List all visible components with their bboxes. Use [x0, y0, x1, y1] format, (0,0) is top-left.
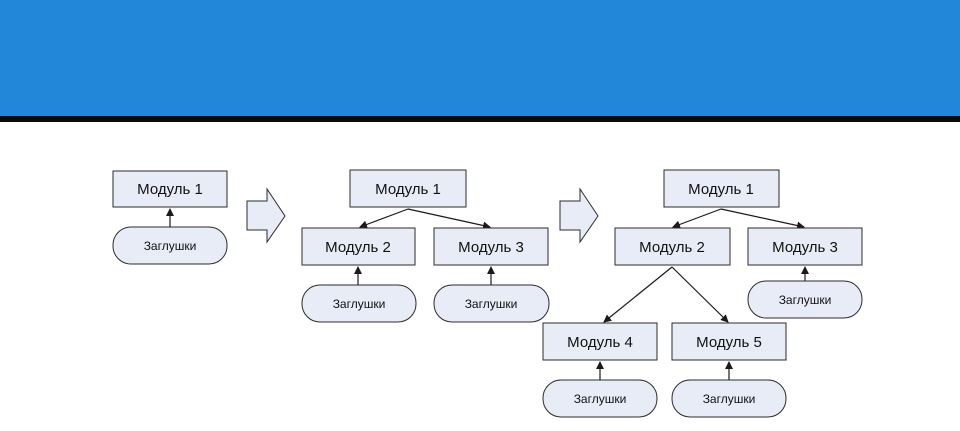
stage3-module2-label: Модуль 2	[639, 239, 705, 256]
stage1-stub-label: Заглушки	[144, 239, 197, 253]
stage2-edge-m1-m2	[359, 208, 409, 229]
transition-arrow-1	[246, 187, 286, 244]
stage2-module3-box	[433, 227, 549, 266]
stage3-module5-label: Модуль 5	[696, 334, 762, 351]
stage3-module5-box	[671, 322, 787, 361]
stage-2: Модуль 1 Модуль 2 Модуль 3 Заглушки Загл…	[301, 169, 550, 323]
transition-arrow-2	[559, 187, 599, 244]
stage2-edge-m1-m3	[407, 208, 491, 230]
stage2-module1-box	[349, 169, 467, 208]
stage2-module2-box	[301, 227, 416, 266]
stage2-module2-label: Модуль 2	[325, 239, 391, 256]
stage1-module1-box	[112, 170, 228, 208]
stage3-module1-label: Модуль 1	[688, 181, 754, 198]
stage3-module4-label: Модуль 4	[567, 334, 633, 351]
stage2-stub-m2-pill	[301, 284, 417, 323]
stage3-module2-box	[614, 227, 731, 266]
stage3-edge-m1-m3	[720, 208, 805, 230]
stage1-module1-label: Модуль 1	[137, 181, 203, 198]
stage3-stub-m4-pill	[542, 379, 658, 418]
stage2-stub-m2-label: Заглушки	[333, 297, 386, 311]
header-banner	[0, 0, 960, 116]
header-rule	[0, 116, 960, 122]
stage3-module3-box	[747, 227, 863, 266]
stage3-stub-m3-pill	[747, 280, 863, 319]
stage3-stub-m5-label: Заглушки	[703, 392, 756, 406]
stage3-stub-m3-label: Заглушки	[779, 293, 832, 307]
stage3-module4-box	[542, 322, 658, 361]
stage1-stub-pill	[112, 226, 228, 265]
stage3-edge-m1-m2	[672, 208, 722, 229]
stage2-stub-m3-label: Заглушки	[465, 297, 518, 311]
stage3-module1-box	[663, 169, 780, 208]
stage3-edge-m2-m5	[671, 266, 729, 323]
stage3-stub-m4-label: Заглушки	[574, 392, 627, 406]
stage2-stub-m3-pill	[433, 284, 550, 323]
stage-3: Модуль 1 Модуль 2 Модуль 3 Заглушки Моду…	[542, 169, 863, 418]
stage2-module3-label: Модуль 3	[458, 239, 524, 256]
stage3-stub-m5-pill	[671, 379, 787, 418]
stage2-module1-label: Модуль 1	[375, 181, 441, 198]
stage3-module3-label: Модуль 3	[772, 239, 838, 256]
stage3-edge-m2-m4	[603, 266, 673, 323]
stage-1: Модуль 1 Заглушки	[112, 170, 228, 265]
